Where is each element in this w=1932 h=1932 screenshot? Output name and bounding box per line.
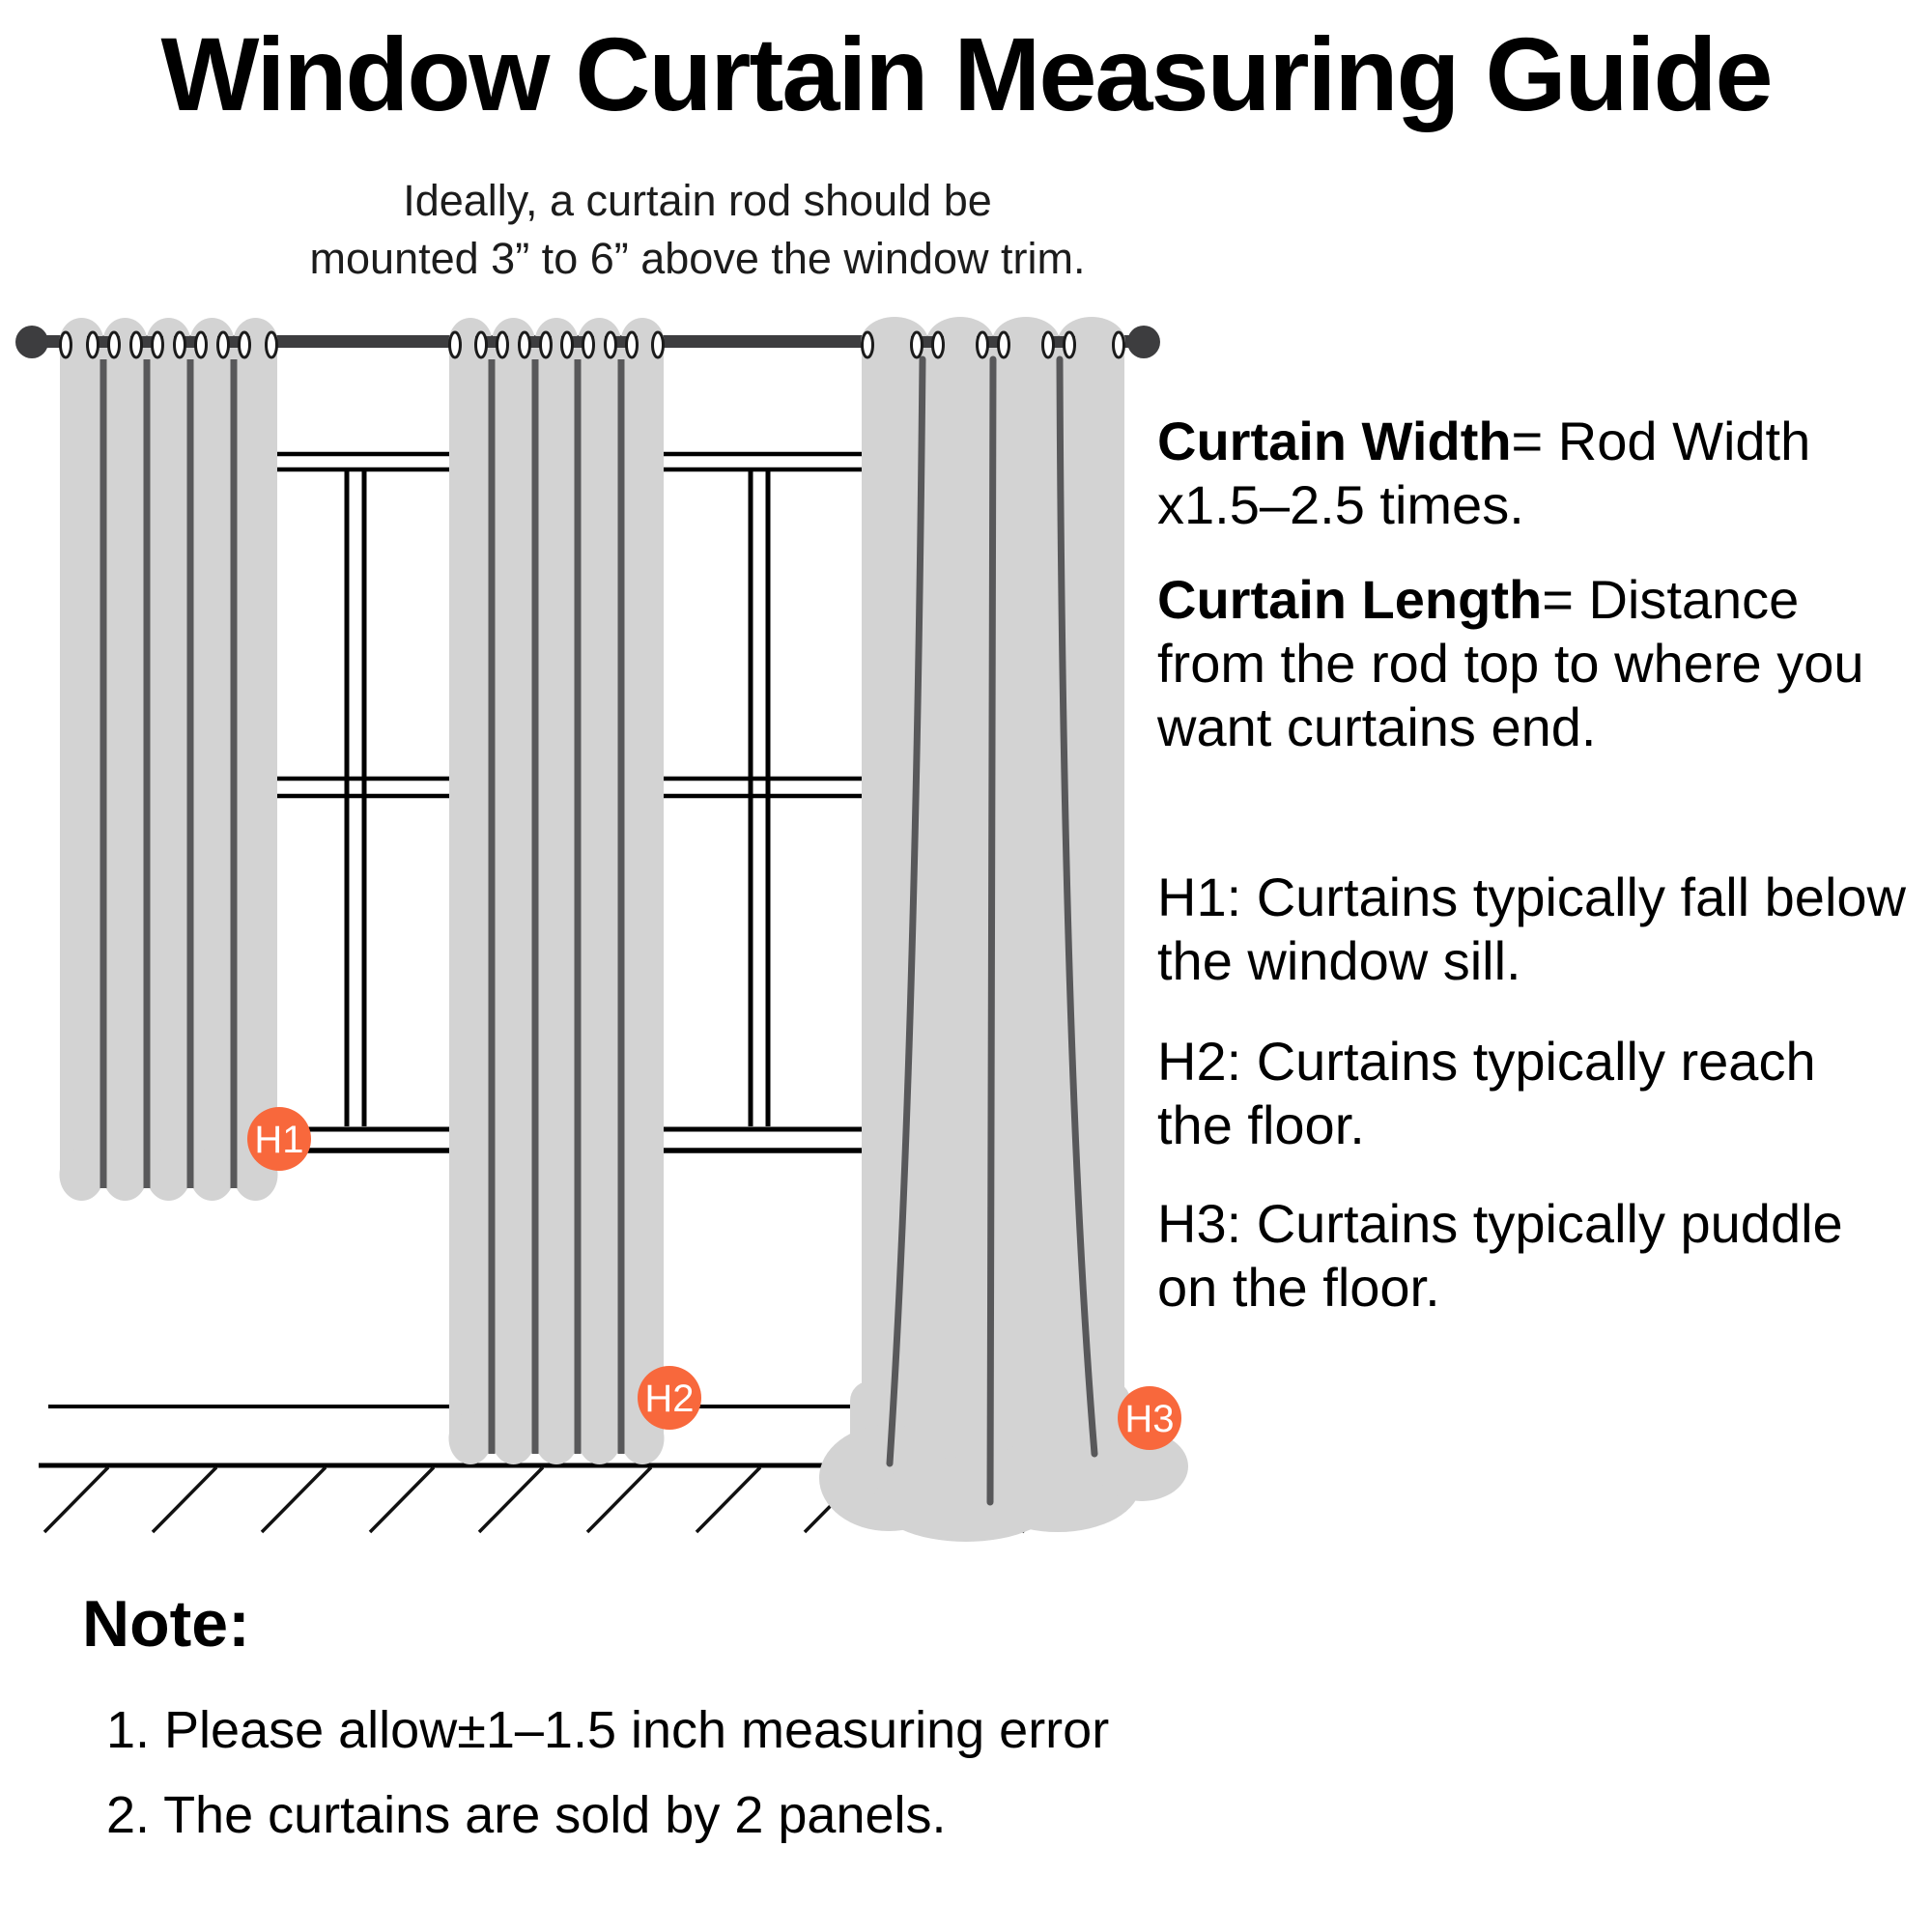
fold-lines [886, 355, 1098, 1506]
curtain-panel-h2 [448, 318, 665, 1464]
badge-h1-label: H1 [254, 1119, 303, 1161]
grommets [861, 330, 1125, 359]
badge-h2-label: H2 [644, 1378, 694, 1420]
badge-h1-circle [247, 1107, 311, 1171]
h3-description: H3: Curtains typically puddle on the flo… [1157, 1193, 1843, 1318]
badge-h2: H2 [638, 1366, 701, 1430]
grommets [59, 330, 278, 359]
curtain-width-term: Curtain Width [1157, 411, 1512, 471]
rod-mounting-tip: Ideally, a curtain rod should be mounted… [309, 176, 1086, 283]
puddle-flare [1095, 1432, 1188, 1501]
rod-finial-left [15, 326, 48, 358]
rod-finial-right [1127, 326, 1160, 358]
curtain-width-definition: Curtain Width= Rod Width x1.5–2.5 times. [1157, 410, 1930, 537]
grommets [448, 330, 665, 359]
page-title: Window Curtain Measuring Guide [160, 15, 1773, 132]
curtain-length-definition: Curtain Length= Distance from the rod to… [1157, 568, 1930, 759]
h2-description: H2: Curtains typically reach the floor. [1157, 1031, 1816, 1155]
fold-lines [488, 359, 625, 1454]
curtain-panel-h1 [59, 318, 278, 1201]
h1-description: H1: Curtains typically fall below the wi… [1157, 867, 1906, 991]
note-item-1: 1. Please allow±1–1.5 inch measuring err… [106, 1701, 1110, 1759]
curtain-panel-h3 [819, 317, 1188, 1542]
window-frame [269, 451, 1111, 1153]
badge-h1: H1 [247, 1107, 311, 1171]
badge-h3: H3 [1118, 1386, 1181, 1450]
floor [39, 1405, 1088, 1534]
curtain-width-rest: = Rod Width x1.5–2.5 times. [1157, 411, 1811, 535]
fold-lines [99, 359, 238, 1188]
badge-h3-label: H3 [1124, 1398, 1174, 1440]
curtain-length-rest: = Distance from the rod top to where you… [1157, 569, 1864, 757]
note-heading: Note: [82, 1587, 250, 1661]
curtain-length-term: Curtain Length [1157, 569, 1543, 630]
note-item-2: 2. The curtains are sold by 2 panels. [106, 1786, 947, 1844]
badge-h3-circle [1118, 1386, 1181, 1450]
badge-h2-circle [638, 1366, 701, 1430]
